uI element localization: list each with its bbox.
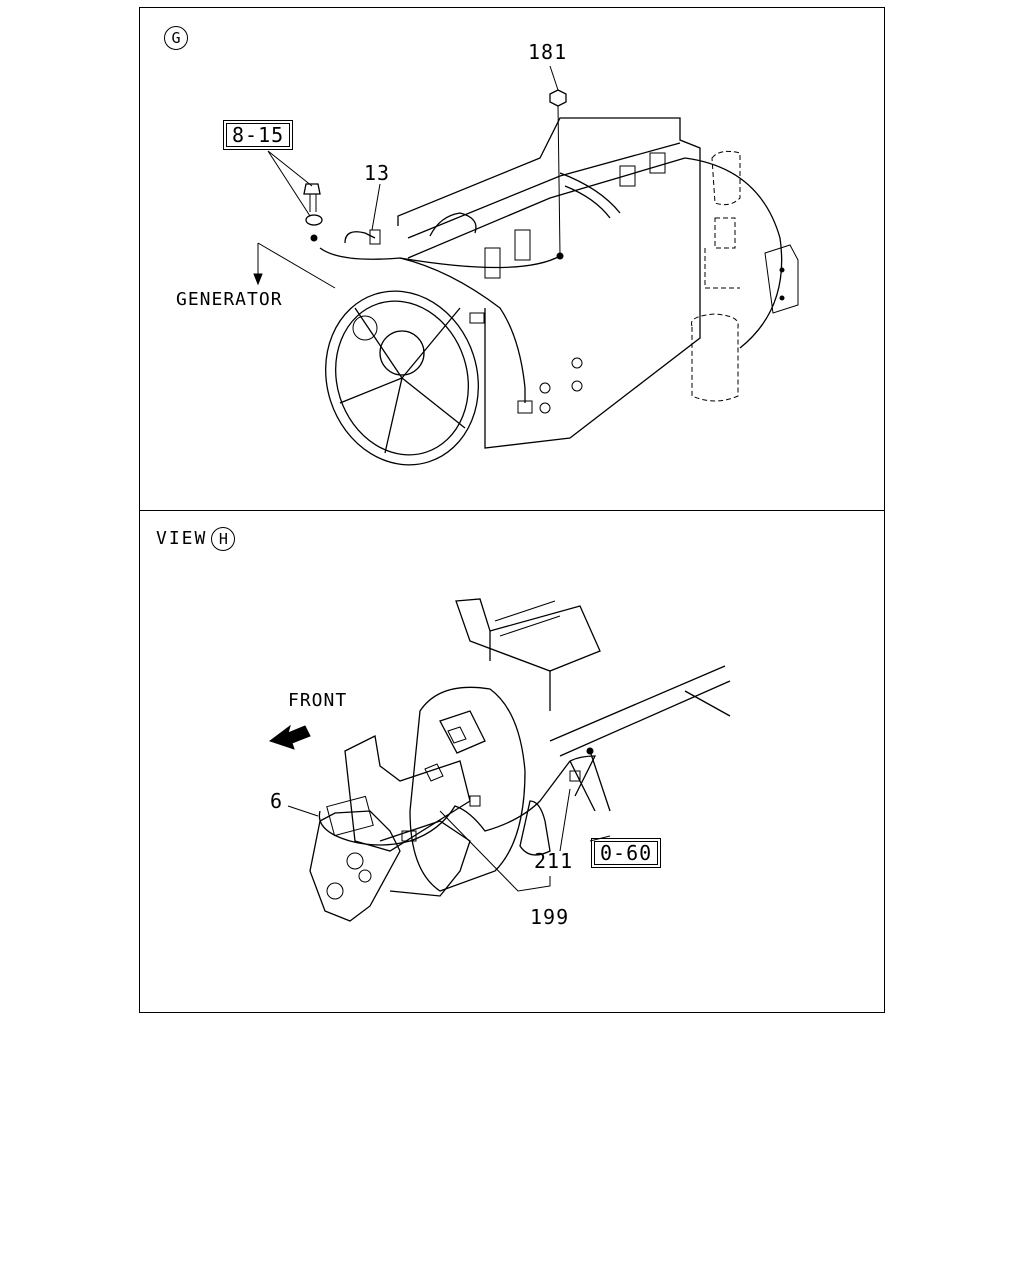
- callout-8-15: 8-15: [222, 120, 294, 150]
- callout-6: 6: [270, 789, 284, 813]
- view-marker-h-letter: H: [211, 527, 236, 551]
- callout-front: FRONT: [288, 690, 348, 711]
- engine-diagram-top: [253, 65, 799, 466]
- view-prefix: VIEW: [156, 528, 208, 549]
- callout-211: 211: [534, 849, 574, 873]
- panel-view-g: G 181 8-15 13 GENERATOR: [139, 7, 885, 511]
- view-marker-g-letter: G: [164, 26, 188, 50]
- callout-181: 181: [528, 40, 568, 64]
- engine-diagram-bottom: [268, 598, 731, 922]
- callout-13: 13: [364, 161, 391, 185]
- view-marker-g: G: [164, 26, 188, 50]
- panel-view-h: VIEW H FRONT 6 211 0-60 199: [139, 510, 885, 1013]
- callout-0-60: 0-60: [590, 838, 662, 868]
- callout-generator: GENERATOR: [176, 289, 283, 310]
- callout-199: 199: [530, 905, 570, 929]
- view-title: VIEW H: [156, 527, 236, 551]
